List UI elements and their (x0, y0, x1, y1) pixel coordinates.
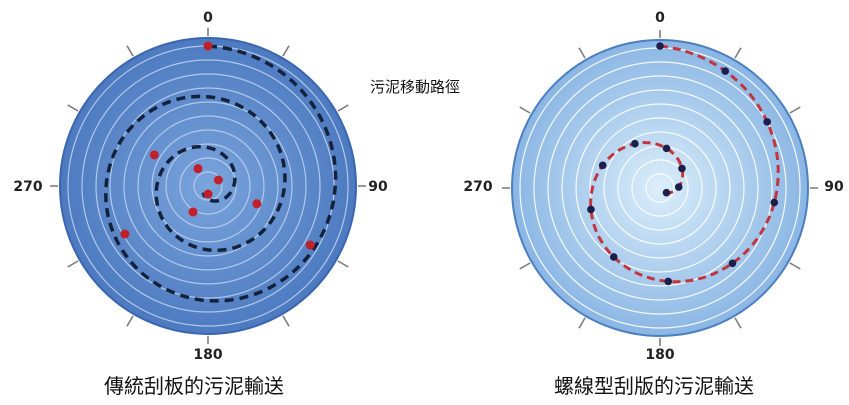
left-caption: 傳統刮板的污泥輸送 (104, 374, 284, 398)
ring (193, 171, 223, 201)
tick-mark (789, 262, 801, 270)
ring (123, 101, 293, 271)
ring (547, 75, 773, 301)
sludge-dot (252, 199, 262, 209)
left-label-right: 90 (368, 179, 388, 195)
sludge-dot (587, 205, 595, 214)
sludge-dot (120, 229, 130, 239)
tick-mark (578, 317, 586, 329)
sludge-dot (149, 150, 159, 160)
tick-mark (519, 262, 531, 270)
right-disk (511, 39, 809, 337)
right-tick-marks (502, 30, 818, 346)
tick-mark (67, 104, 79, 112)
right-label-top: 0 (655, 10, 665, 26)
right-label-right: 90 (824, 179, 844, 195)
sludge-dot (656, 42, 664, 50)
sludge-dot (674, 183, 683, 191)
tick-mark (734, 47, 742, 59)
tick-mark (734, 317, 742, 329)
tick-mark (282, 45, 290, 57)
ring (109, 87, 307, 285)
sludge-dot (188, 207, 198, 217)
ring (603, 131, 717, 245)
right-rings (519, 47, 801, 329)
left-disk (59, 37, 357, 335)
right-disk-group: 0 90 180 270 (463, 10, 844, 363)
left-label-top: 0 (203, 10, 213, 26)
right-sludge-path (589, 44, 780, 284)
left-disk-group: 0 90 180 270 (13, 10, 388, 363)
left-label-left: 270 (13, 179, 42, 195)
ring (151, 129, 265, 243)
tick-mark (67, 260, 79, 268)
sludge-dot (763, 118, 771, 126)
sludge-dot (728, 259, 737, 268)
tick-mark (789, 106, 801, 114)
ring (179, 157, 237, 215)
sludge-dot (664, 277, 673, 286)
ring (575, 103, 745, 273)
tick-mark (126, 315, 134, 327)
sludge-dot (598, 161, 607, 170)
left-label-bottom: 180 (193, 347, 222, 363)
sludge-dot (770, 198, 779, 207)
tick-mark (519, 106, 531, 114)
right-sludge-dots (587, 42, 779, 286)
left-tick-marks (50, 28, 366, 344)
sludge-dot (609, 253, 618, 261)
right-label-bottom: 180 (645, 347, 674, 363)
ring (137, 115, 279, 257)
right-label-left: 270 (463, 179, 492, 195)
ring (589, 117, 731, 259)
tick-mark (578, 47, 586, 59)
sludge-dot (721, 67, 730, 75)
tick-mark (282, 315, 290, 327)
sludge-dot (193, 164, 203, 174)
path-title: 污泥移動路徑 (370, 78, 461, 96)
ring (95, 73, 321, 299)
ring (631, 159, 689, 217)
sludge-dot (305, 240, 315, 250)
sludge-dot (213, 175, 223, 185)
tick-mark (126, 45, 134, 57)
sludge-dot (203, 41, 213, 51)
left-sludge-dots (120, 41, 315, 250)
tick-mark (337, 260, 349, 268)
sludge-dot (662, 144, 671, 153)
sludge-dot (631, 139, 639, 148)
sludge-dot (662, 188, 671, 197)
sludge-dot (203, 189, 213, 199)
ring (561, 89, 759, 287)
right-caption: 螺線型刮版的污泥輸送 (554, 374, 754, 398)
ring (165, 143, 251, 229)
left-sludge-path (104, 44, 338, 303)
ring (533, 61, 787, 315)
tick-mark (337, 104, 349, 112)
sludge-dot (678, 164, 686, 173)
ring (645, 173, 675, 203)
